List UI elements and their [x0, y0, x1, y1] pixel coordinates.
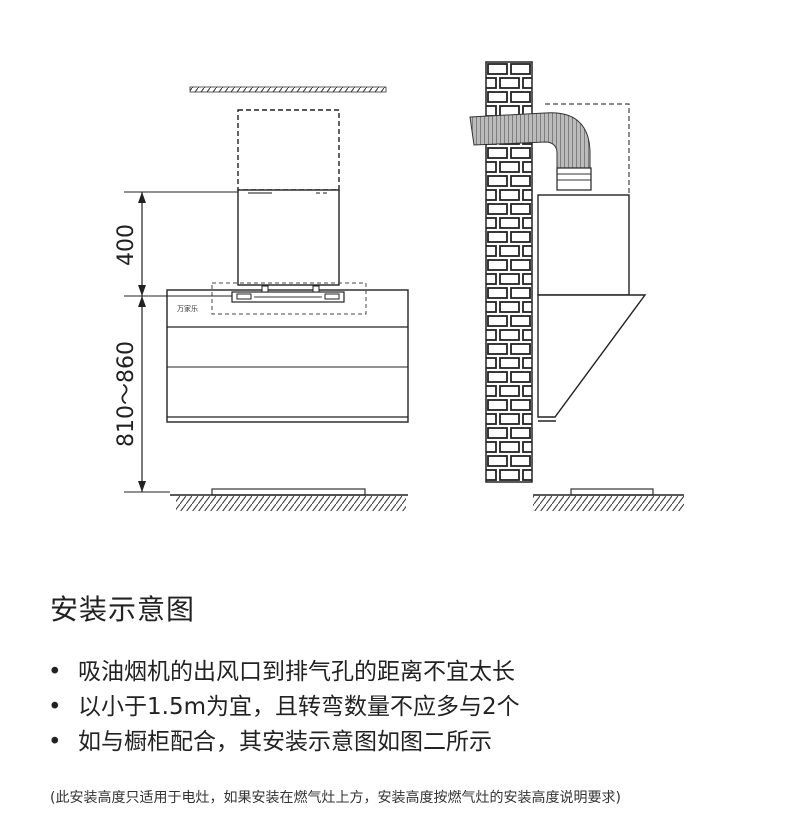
- section-title: 安装示意图: [50, 593, 196, 626]
- installation-diagram: 万家乐 400 810～860: [114, 61, 684, 511]
- side-chimney: [537, 194, 630, 296]
- bullet-text: 以小于1.5m为宜，且转弯数量不应多与2个: [78, 694, 520, 720]
- dimension-lower-label: 810～860: [114, 341, 139, 447]
- chimney: [237, 189, 340, 286]
- bullet-item: • 如与橱柜配合，其安装示意图如图二所示: [48, 725, 520, 760]
- front-view: 万家乐 400 810～860: [114, 86, 409, 511]
- side-cooktop: [570, 488, 654, 496]
- bullet-dot: •: [48, 659, 62, 685]
- side-hood: [537, 294, 647, 418]
- bullet-dot: •: [48, 729, 62, 755]
- hood-body: [166, 289, 409, 423]
- bullet-text: 吸油烟机的出风口到排气孔的距离不宜太长: [78, 659, 515, 685]
- side-view: [469, 61, 684, 511]
- footnote: (此安装高度只适用于电灶，如果安装在燃气灶上方，安装高度按燃气灶的安装高度说明要…: [50, 790, 621, 806]
- bullet-dot: •: [48, 694, 62, 720]
- bracket-dashed: [211, 282, 367, 315]
- chimney-outline-dashed: [545, 103, 630, 195]
- floor-hatch: [176, 496, 406, 511]
- cooktop: [211, 488, 366, 496]
- bullet-item: • 吸油烟机的出风口到排气孔的距离不宜太长: [48, 655, 520, 690]
- side-floor-hatch: [533, 496, 684, 511]
- bullet-text: 如与橱柜配合，其安装示意图如图二所示: [78, 729, 492, 755]
- chimney-outline-dashed: [237, 109, 340, 191]
- ceiling: [189, 86, 387, 93]
- dimension-upper-label: 400: [114, 224, 139, 266]
- bullet-list: • 吸油烟机的出风口到排气孔的距离不宜太长 • 以小于1.5m为宜，且转弯数量不应多…: [48, 655, 520, 760]
- brand-label: 万家乐: [177, 304, 198, 313]
- bullet-item: • 以小于1.5m为宜，且转弯数量不应多与2个: [48, 690, 520, 725]
